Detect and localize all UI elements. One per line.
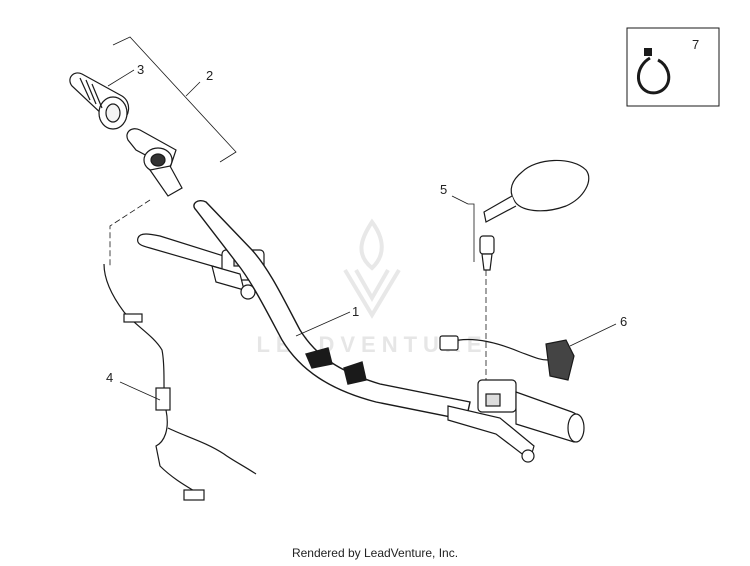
callout-4: 4 xyxy=(106,370,113,385)
switch-part-6 xyxy=(439,335,575,381)
cable-part-4 xyxy=(103,263,257,501)
part-7-inset: 7 xyxy=(626,27,720,107)
footer-credit: Rendered by LeadVenture, Inc. xyxy=(291,546,459,560)
clip-tab-icon xyxy=(644,48,652,56)
inset-frame xyxy=(626,27,720,107)
callout-5: 5 xyxy=(440,182,447,197)
leader-lines xyxy=(107,69,617,401)
callout-2: 2 xyxy=(206,68,213,83)
mirror-part-5 xyxy=(479,159,590,271)
clip-ring-icon xyxy=(637,56,671,95)
callout-3: 3 xyxy=(137,62,144,77)
callout-6: 6 xyxy=(620,314,627,329)
bracket-2 xyxy=(112,36,237,163)
alignment-lines xyxy=(109,199,487,380)
callout-7: 7 xyxy=(692,37,699,52)
grip-part-3 xyxy=(69,72,130,130)
handlebar-part-1 xyxy=(193,200,471,421)
throttle-tube-part-2 xyxy=(126,128,183,197)
callout-1: 1 xyxy=(352,304,359,319)
watermark-logo xyxy=(343,218,401,319)
right-control-assembly xyxy=(447,379,585,463)
